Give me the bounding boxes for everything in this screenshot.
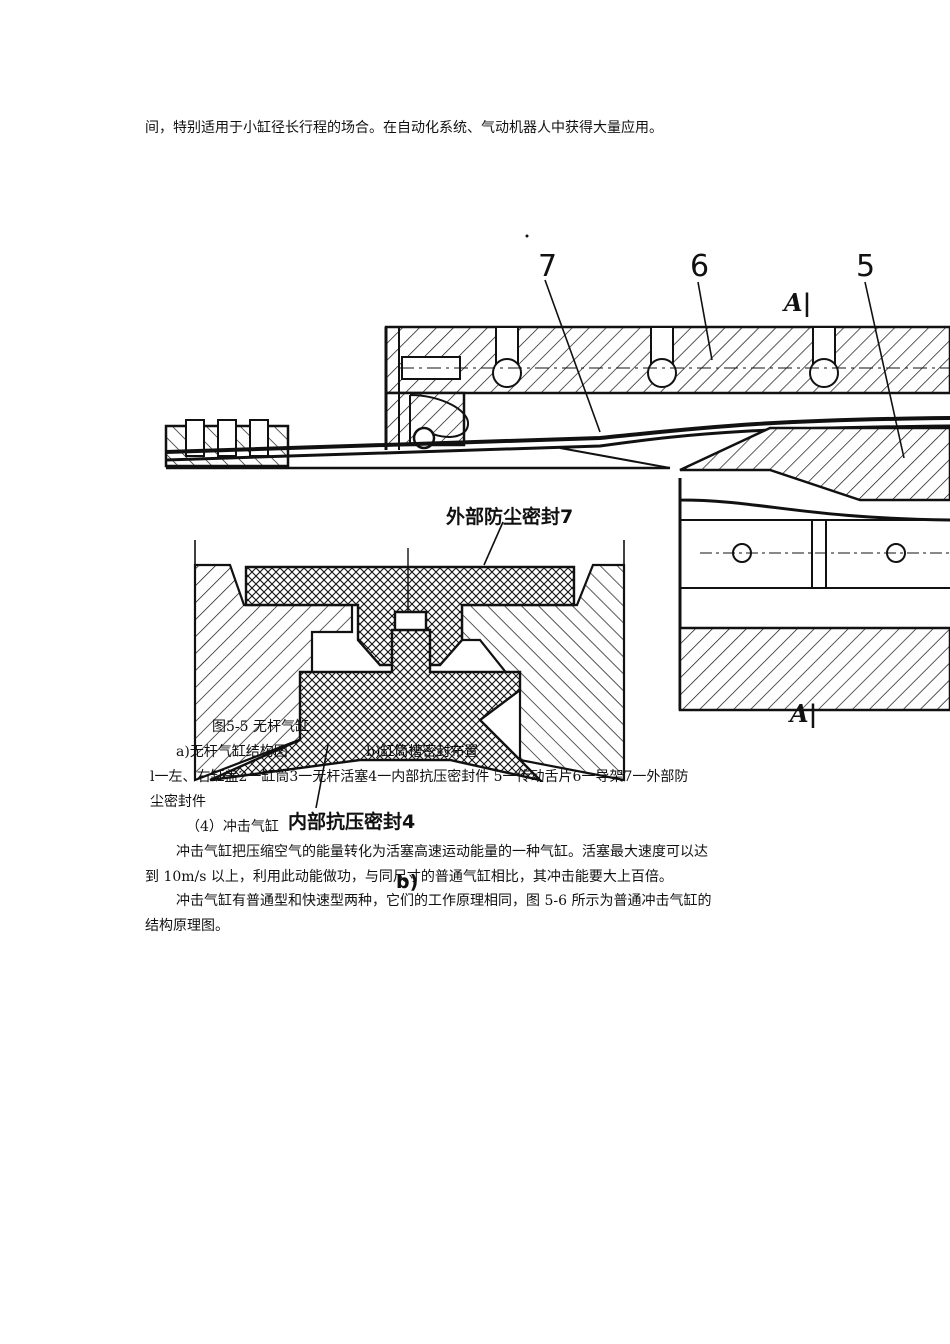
figure-legend-line-2: 尘密封件	[150, 794, 206, 810]
inner-seal-label: 内部抗压密封4	[288, 810, 415, 833]
section-heading: （4）冲击气缸	[186, 819, 279, 835]
section-mark-bottom: A|	[788, 699, 817, 728]
label-part-5: 5	[856, 249, 875, 284]
figure-legend-line-1: l一左、右缸盖2一缸筒3一无杆活塞4一内部抗压密封件 5一传动舌片6一导架7一外…	[150, 769, 689, 785]
section-mark-top: A|	[782, 288, 811, 317]
paragraph-1-line-2: 到 10m/s 以上，利用此动能做功，与同尺寸的普通气缸相比，其冲击能要大上百倍…	[145, 869, 673, 885]
sub-figure-b-label: b)	[396, 871, 418, 893]
label-part-7: 7	[538, 249, 557, 284]
figure-caption-title: 图5-5 无杆气缸	[212, 719, 309, 735]
figure-caption-sub-b: b)缸筒槽密封布置	[366, 744, 479, 760]
figure-caption-sub-a: a)无杆气缸结构图	[176, 744, 288, 760]
paragraph-1-line-1: 冲击气缸把压缩空气的能量转化为活塞高速运动能量的一种气缸。活塞最大速度可以达	[176, 844, 708, 860]
outer-seal-label: 外部防尘密封7	[446, 505, 573, 528]
label-part-6: 6	[690, 249, 709, 284]
intro-text-line: 间，特别适用于小缸径长行程的场合。在自动化系统、气动机器人中获得大量应用。	[145, 120, 663, 136]
paragraph-2-line-1: 冲击气缸有普通型和快速型两种，它们的工作原理相同，图 5-6 所示为普通冲击气缸…	[176, 893, 712, 909]
cylinder-cross-section	[164, 234, 950, 712]
paragraph-2-line-2: 结构原理图。	[145, 918, 229, 934]
seal-arrangement-section	[193, 521, 626, 809]
